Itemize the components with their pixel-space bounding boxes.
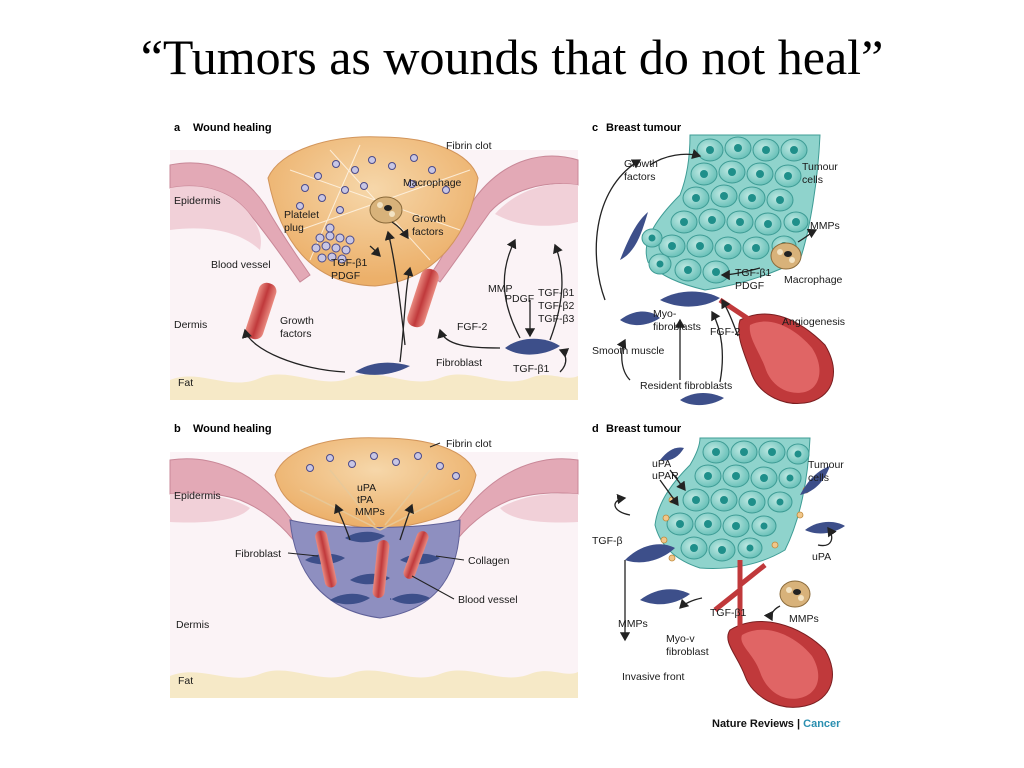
panel-c-fibroblasts <box>620 212 724 406</box>
label-epidermis-a: Epidermis <box>174 195 221 207</box>
figure-credit: Nature Reviews | Cancer <box>712 718 840 730</box>
panel-a-fibroblast-right <box>505 338 560 355</box>
label-upa-b: uPA <box>357 482 376 494</box>
label-collagen-b: Collagen <box>468 555 510 567</box>
label-fibroblast-b: Fibroblast <box>235 548 281 560</box>
panel-b-blood-vessel-2 <box>372 540 390 598</box>
label-tgfb3-a: TGF-β3 <box>538 313 575 325</box>
label-mmps-b: MMPs <box>355 506 385 518</box>
panel-b: b Wound healing Fibrin clot Epidermis uP… <box>169 423 579 698</box>
panel-b-letter: b <box>174 423 181 435</box>
label-growth-top-a: Growth <box>412 213 446 225</box>
label-tumour-c: Tumour <box>802 161 838 173</box>
panel-b-title: Wound healing <box>193 423 272 435</box>
label-resident-fibroblasts-c: Resident fibroblasts <box>640 380 732 392</box>
label-fibroblast-a: Fibroblast <box>436 357 482 369</box>
panel-a-fibroblast <box>355 362 410 375</box>
label-fat-b: Fat <box>178 675 193 687</box>
label-mmps-right-d: MMPs <box>789 613 819 625</box>
label-factors-a: factors <box>280 328 312 340</box>
panel-c-macrophage <box>770 242 802 270</box>
label-tpa-b: tPA <box>357 494 373 506</box>
label-upar-d: uPAR <box>652 470 679 482</box>
label-plug-a: plug <box>284 222 304 234</box>
credit-journal: Cancer <box>803 718 841 730</box>
slide-title: “Tumors as wounds that do not heal” <box>140 29 884 85</box>
label-mmps-c: MMPs <box>810 220 840 232</box>
panel-a-macrophage <box>369 196 403 224</box>
panel-a-fat <box>170 374 578 400</box>
panel-d: d Breast tumour uPA uPAR Tumour cells TG… <box>592 423 845 708</box>
label-myo-c: Myo- <box>653 308 677 320</box>
panel-c-title: Breast tumour <box>606 122 682 134</box>
panel-a-blood-vessel-right <box>407 268 439 328</box>
label-macrophage-c: Macrophage <box>784 274 843 286</box>
label-tgfb1-d: TGF-β1 <box>710 607 747 619</box>
label-fibrin-clot-a: Fibrin clot <box>446 140 492 152</box>
label-tgfb2-a: TGF-β2 <box>538 300 575 312</box>
label-tumour-d: Tumour <box>808 459 844 471</box>
panel-a-blood-vessel-left <box>245 282 277 340</box>
label-fibroblast-d: fibroblast <box>666 646 709 658</box>
label-tgfb1-a: TGF-β1 <box>331 257 368 269</box>
label-epidermis-b: Epidermis <box>174 490 221 502</box>
label-macrophage-a: Macrophage <box>403 177 462 189</box>
panel-a: a Wound healing Fibrin clot Macrophage E… <box>169 122 579 400</box>
label-upa-right-d: uPA <box>812 551 831 563</box>
label-dermis-b: Dermis <box>176 619 209 631</box>
label-blood-vessel-b: Blood vessel <box>458 594 518 606</box>
label-factors-top-a: factors <box>412 226 444 238</box>
label-tgfb1-c: TGF-β1 <box>735 267 772 279</box>
label-invasive-front-d: Invasive front <box>622 671 685 683</box>
label-growth-a: Growth <box>280 315 314 327</box>
label-angiogenesis-c: Angiogenesis <box>782 316 845 328</box>
panel-a-title: Wound healing <box>193 122 272 134</box>
label-tgfb-d: TGF-β <box>592 535 623 547</box>
label-growth-c: Growth <box>624 158 658 170</box>
panel-b-blood-vessel-3 <box>403 531 429 579</box>
credit-separator: | <box>797 718 801 730</box>
label-mmp-a: MMP <box>488 283 513 295</box>
label-pdgf-c: PDGF <box>735 280 764 292</box>
label-fibrin-clot-b: Fibrin clot <box>446 438 492 450</box>
credit-publisher: Nature Reviews <box>712 718 794 730</box>
label-tgfb1-bottom-a: TGF-β1 <box>513 363 550 375</box>
panel-c: c Breast tumour Growth factors Tumour ce… <box>588 122 845 406</box>
label-pdgf-a: PDGF <box>331 270 360 282</box>
label-fat-a: Fat <box>178 377 193 389</box>
panel-a-platelets <box>296 154 450 264</box>
panel-b-blood-vessel-1 <box>315 530 337 588</box>
label-pdgf-right-a: PDGF <box>505 293 534 305</box>
label-smooth-muscle-c: Smooth muscle <box>592 345 665 357</box>
panel-a-letter: a <box>174 122 181 134</box>
label-blood-vessel-a: Blood vessel <box>211 259 271 271</box>
label-tgfb1-right-a: TGF-β1 <box>538 287 575 299</box>
label-platelet-a: Platelet <box>284 209 319 221</box>
label-cells-d: cells <box>808 472 829 484</box>
label-fgf2-a: FGF-2 <box>457 321 487 333</box>
label-cells-c: cells <box>802 174 823 186</box>
label-mmps-left-d: MMPs <box>618 618 648 630</box>
panel-b-fat <box>170 670 578 698</box>
label-myo-v-d: Myo-v <box>666 633 695 645</box>
panel-c-letter: c <box>592 122 598 134</box>
panel-d-macrophage <box>779 580 811 608</box>
label-factors-c: factors <box>624 171 656 183</box>
label-fibroblasts-c: fibroblasts <box>653 321 701 333</box>
label-upa-top-d: uPA <box>652 458 671 470</box>
panel-d-tumour-cells <box>660 440 810 562</box>
label-fgf2-c: FGF-2 <box>710 326 740 338</box>
panel-d-letter: d <box>592 423 599 435</box>
panel-d-title: Breast tumour <box>606 423 682 435</box>
label-dermis-a: Dermis <box>174 319 207 331</box>
